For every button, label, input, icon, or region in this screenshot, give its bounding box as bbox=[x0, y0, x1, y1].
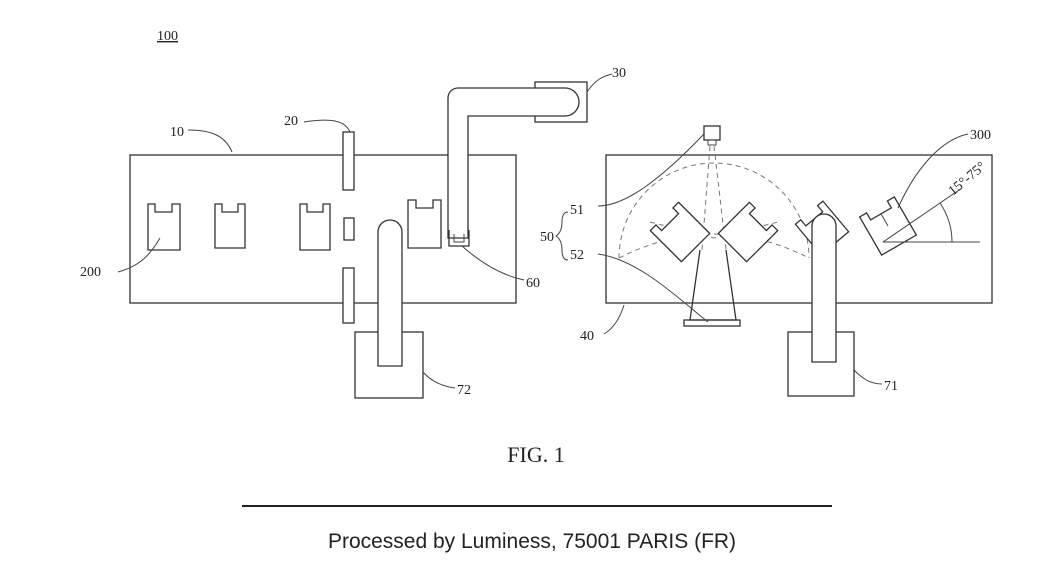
leader-40 bbox=[604, 305, 624, 334]
label-60: 60 bbox=[526, 276, 540, 291]
right-workpiece-1 bbox=[650, 202, 709, 261]
label-51: 51 bbox=[570, 203, 584, 218]
right-workpiece-4 bbox=[860, 197, 917, 255]
figure-caption: FIG. 1 bbox=[507, 442, 564, 467]
camera bbox=[704, 126, 720, 140]
footer-text: Processed by Luminess, 75001 PARIS (FR) bbox=[0, 530, 1064, 554]
leader-200 bbox=[118, 238, 160, 272]
leader-60 bbox=[462, 246, 524, 280]
light-beam bbox=[690, 250, 736, 320]
label-30: 30 bbox=[612, 66, 626, 81]
label-72: 72 bbox=[457, 383, 471, 398]
label-100: 100 bbox=[157, 29, 178, 44]
label-angle-range: 15°-75° bbox=[946, 159, 989, 199]
angle-arc bbox=[940, 203, 952, 242]
footer-rule bbox=[242, 505, 832, 507]
left-robot-arm bbox=[378, 220, 402, 366]
divider-lower bbox=[343, 268, 354, 323]
leader-20 bbox=[304, 120, 350, 132]
camera-lens bbox=[708, 140, 716, 145]
module-brace bbox=[556, 212, 568, 260]
leader-72 bbox=[423, 372, 455, 388]
light-base bbox=[684, 320, 740, 326]
label-20: 20 bbox=[284, 114, 298, 129]
label-71: 71 bbox=[884, 379, 898, 394]
divider-middle bbox=[344, 218, 354, 240]
label-52: 52 bbox=[570, 248, 584, 263]
label-10: 10 bbox=[170, 125, 184, 140]
right-workpiece-2 bbox=[718, 202, 777, 261]
patent-figure: 100 10 20 30 40 50 51 52 60 71 72 200 30… bbox=[0, 0, 1064, 500]
leader-71 bbox=[854, 370, 882, 384]
left-workpiece-3 bbox=[300, 204, 330, 250]
left-workpiece-1 bbox=[148, 204, 180, 250]
right-robot-arm bbox=[812, 214, 836, 362]
label-200: 200 bbox=[80, 265, 101, 280]
label-300: 300 bbox=[970, 128, 991, 143]
top-arm bbox=[448, 88, 579, 238]
leader-10 bbox=[188, 130, 232, 152]
left-workpiece-4 bbox=[408, 200, 441, 248]
left-workpiece-2 bbox=[215, 204, 245, 248]
label-50: 50 bbox=[540, 230, 554, 245]
leader-51 bbox=[598, 134, 704, 206]
label-40: 40 bbox=[580, 329, 594, 344]
leader-30 bbox=[587, 74, 612, 92]
inspection-dome bbox=[619, 163, 809, 258]
divider-upper bbox=[343, 132, 354, 190]
